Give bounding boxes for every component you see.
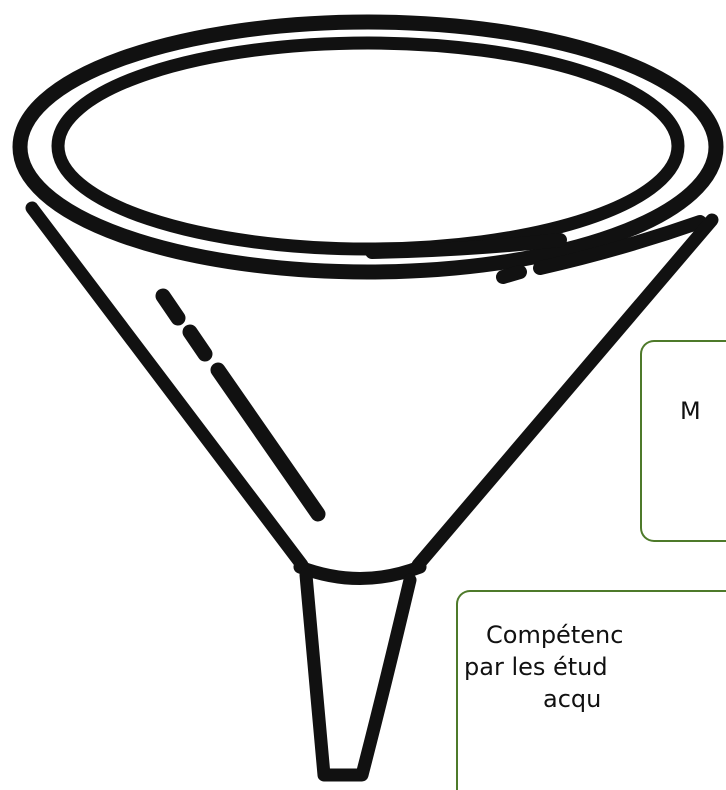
rim-highlight-dash (533, 215, 707, 275)
lower-box-line: Compétenc (486, 621, 624, 649)
funnel-neck-top (293, 560, 427, 585)
cone-highlight-3 (210, 362, 326, 522)
rim-highlight (365, 233, 567, 259)
lower-text-box: Compétenc par les étud acqu (456, 590, 726, 790)
funnel-cone-left (25, 201, 309, 572)
lower-box-line: acqu (543, 685, 602, 713)
funnel-spout (299, 568, 417, 782)
funnel-cone-right (411, 213, 719, 572)
cone-highlight-1 (155, 288, 186, 326)
rim-highlight-dot (496, 265, 527, 284)
cone-highlight-2 (182, 324, 213, 362)
funnel-inner-rim (51, 36, 685, 256)
lower-box-line: par les étud (464, 653, 608, 681)
upper-box-text: M (680, 397, 701, 425)
funnel-outer-rim (12, 14, 724, 280)
upper-text-box: M (640, 340, 726, 542)
